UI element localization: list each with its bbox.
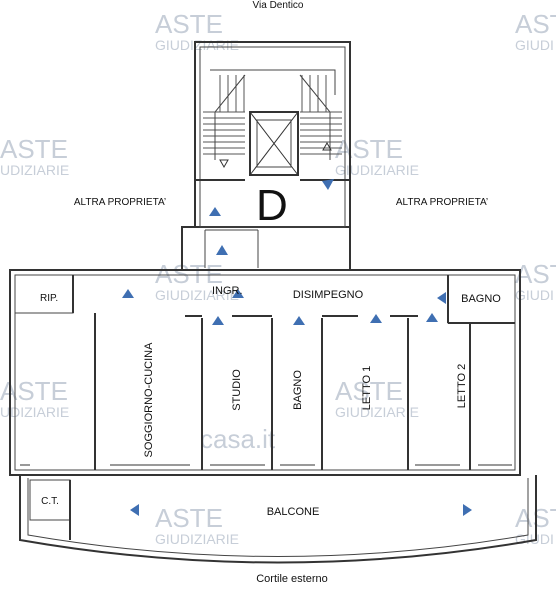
marker-triangle (122, 289, 134, 298)
watermark-aste: ASTE (155, 9, 223, 39)
watermark-giudiziarie: GIUDIZIARIE (155, 287, 239, 303)
balcony-outline (19, 475, 537, 564)
watermark-giudiziarie: UDIZIARIE (0, 162, 69, 178)
watermark-giudiziarie: GIUDI (515, 531, 554, 547)
bathroom-top-label: BAGNO (461, 293, 501, 305)
block-letter: D (256, 181, 288, 230)
watermark-giudiziarie: GIUDI (515, 287, 554, 303)
watermark-aste: ASTE (515, 259, 556, 289)
watermark-giudiziarie: GIUDIZIARIE (155, 37, 239, 53)
marker-triangle (370, 314, 382, 323)
bedroom-1-label: LETTO 1 (361, 366, 373, 410)
watermark-aste: ASTE (335, 376, 403, 406)
watermark-giudiziarie: GIUDI (515, 37, 554, 53)
marker-triangle (232, 289, 244, 298)
marker-triangle (293, 316, 305, 325)
marker-triangle (216, 245, 228, 255)
watermark-aste: ASTE (515, 9, 556, 39)
study-label: STUDIO (231, 369, 243, 411)
watermarks: ASTE GIUDIZIARIE ASTE GIUDI ASTE UDIZIAR… (0, 9, 556, 547)
stairwell: D (194, 41, 351, 230)
watermark-aste: ASTE (335, 134, 403, 164)
marker-triangle (426, 313, 438, 322)
balcony-label: BALCONE (267, 506, 320, 518)
street-label: Via Dentico (253, 0, 304, 11)
stairwell-inner (199, 46, 346, 228)
watermark-aste: ASTE (155, 503, 223, 533)
living-kitchen-label: SOGGIORNO-CUCINA (143, 342, 155, 458)
watermark-giudiziarie: UDIZIARIE (0, 404, 69, 420)
watermark-aste: ASTE (0, 376, 68, 406)
watermark-giudiziarie: GIUDIZIARIE (335, 404, 419, 420)
stair-steps (203, 75, 342, 155)
watermark-aste: ASTE (155, 259, 223, 289)
watermark-casa: casa.it (200, 424, 276, 454)
entrance-label: INGR. (212, 285, 243, 297)
marker-triangle (322, 179, 334, 190)
apartment-walls (9, 269, 521, 476)
entrance-corridor (181, 226, 351, 270)
ct-label: C.T. (41, 496, 59, 507)
watermark-giudiziarie: GIUDIZIARIE (155, 531, 239, 547)
bathroom-label: BAGNO (292, 370, 304, 410)
direction-markers (122, 179, 472, 516)
marker-triangle (463, 504, 472, 516)
balcony (19, 475, 537, 564)
elevator (249, 111, 299, 176)
watermark-giudiziarie: GIUDIZIARIE (335, 162, 419, 178)
apartment-outer-wall (9, 269, 521, 476)
courtyard-label: Cortile esterno (256, 573, 328, 585)
other-property-left: ALTRA PROPRIETA’ (74, 197, 166, 208)
bedroom-2-label: LETTO 2 (456, 364, 468, 408)
room-labels: Via Dentico ALTRA PROPRIETA’ ALTRA PROPR… (40, 0, 501, 585)
marker-triangle (130, 504, 139, 516)
marker-triangle (212, 316, 224, 325)
other-property-right: ALTRA PROPRIETA’ (396, 197, 488, 208)
watermark-aste: ASTE (0, 134, 68, 164)
marker-triangle (209, 207, 221, 216)
hallway-label: DISIMPEGNO (293, 289, 364, 301)
storage-label: RIP. (40, 293, 58, 304)
marker-triangle (437, 292, 446, 304)
